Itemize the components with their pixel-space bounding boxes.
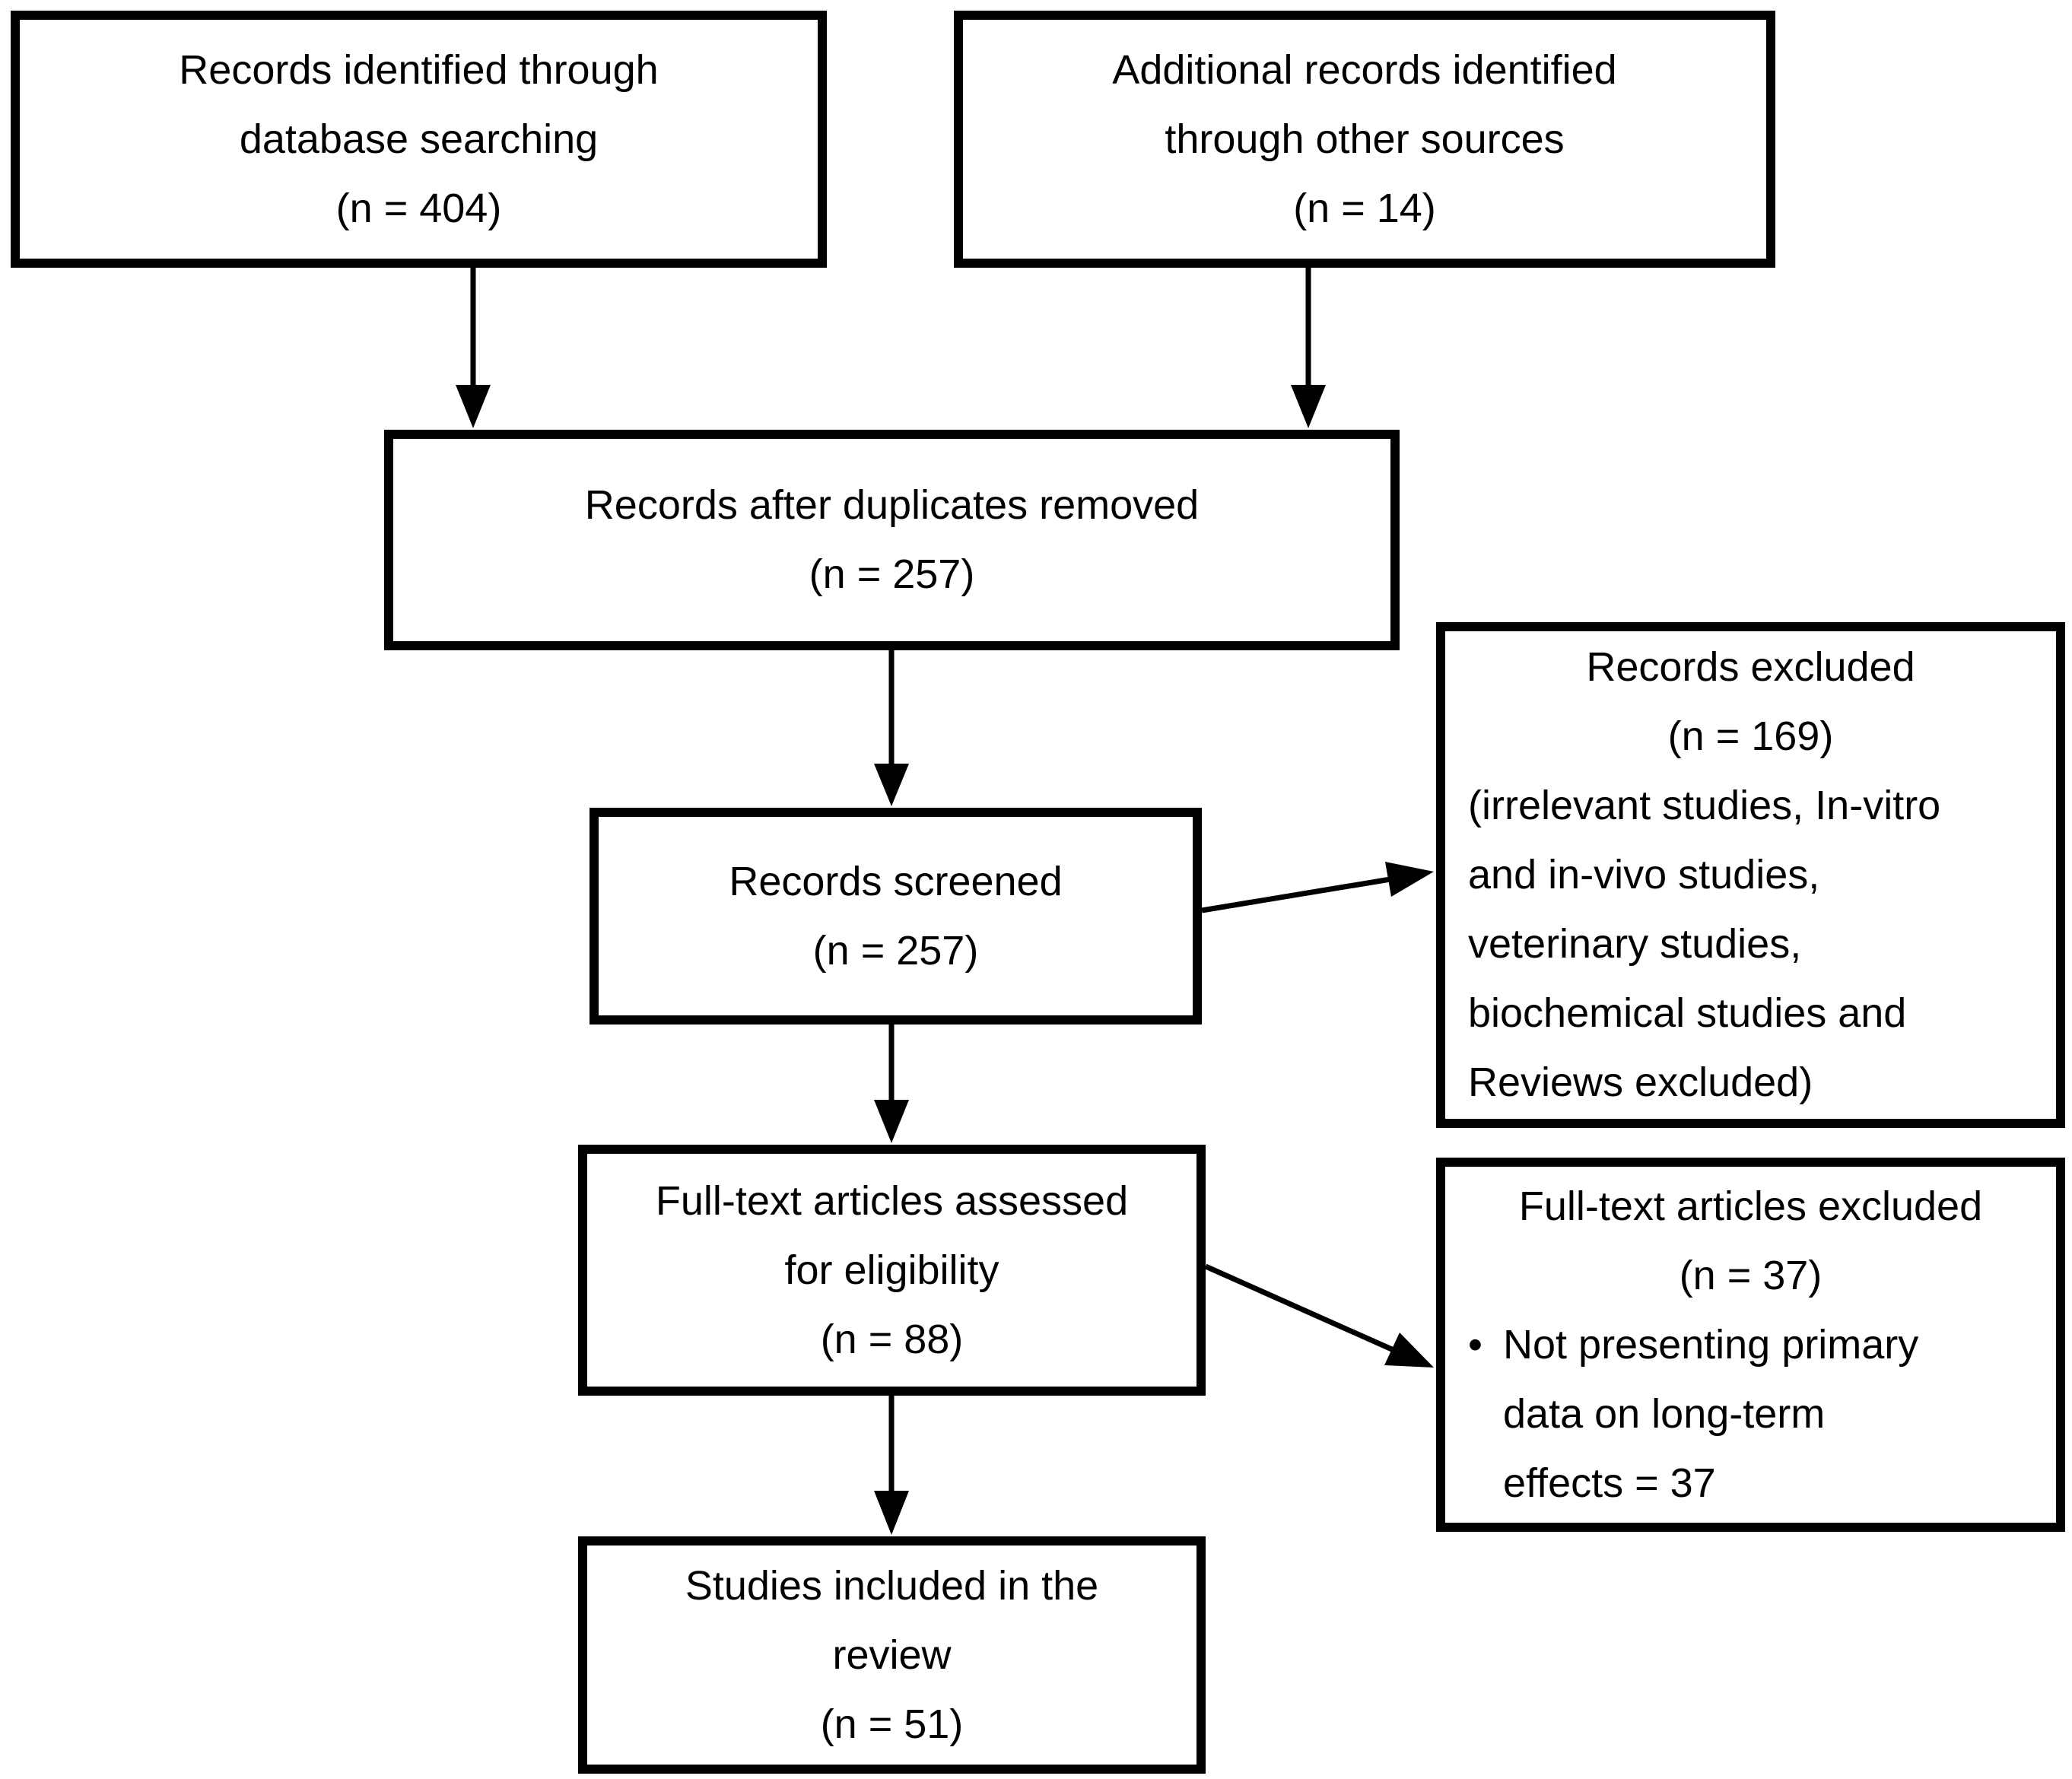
box-records-identified-line-1: Records identified through — [179, 46, 659, 93]
box-studies-included: Studies included in the review (n = 51) — [578, 1536, 1206, 1774]
box-fulltext-excluded-bullet-text: Not presenting primary data on long-term… — [1503, 1310, 1918, 1518]
box-fulltext-excluded-bullet-line-3: effects = 37 — [1503, 1460, 1716, 1506]
bullet-icon: • — [1468, 1321, 1482, 1368]
box-records-excluded-count: (n = 169) — [1667, 713, 1834, 759]
arrow-fulltext-to-included — [874, 1396, 909, 1535]
box-fulltext-excluded-bullet-line-2: data on long-term — [1503, 1390, 1826, 1437]
box-records-excluded-title: Records excluded — [1586, 644, 1915, 690]
box-studies-included-count: (n = 51) — [820, 1701, 964, 1747]
box-records-identified-line-2: database searching — [239, 116, 599, 162]
box-records-screened: Records screened (n = 257) — [590, 808, 1202, 1025]
arrow-fulltext-to-ft-excluded — [1204, 1263, 1434, 1368]
box-fulltext-excluded: Full-text articles excluded (n = 37) • N… — [1436, 1158, 2065, 1532]
box-records-excluded-detail-2: and in-vivo studies, — [1468, 852, 1820, 897]
box-records-screened-count: (n = 257) — [812, 927, 979, 974]
box-records-excluded-detail-5: Reviews excluded) — [1468, 1059, 1813, 1105]
box-fulltext-assessed-count: (n = 88) — [820, 1316, 964, 1362]
box-records-excluded-detail-1: (irrelevant studies, In-vitro — [1468, 783, 1941, 828]
box-records-identified-count: (n = 404) — [335, 185, 502, 231]
arrow-additional-to-deduplicated — [1291, 268, 1326, 428]
box-records-screened-line-1: Records screened — [729, 858, 1063, 904]
box-additional-records-line-2: through other sources — [1165, 116, 1565, 162]
box-studies-included-line-1: Studies included in the — [685, 1562, 1099, 1609]
box-additional-records-count: (n = 14) — [1293, 185, 1436, 231]
arrow-deduplicated-to-screened — [874, 650, 909, 806]
box-fulltext-assessed-line-1: Full-text articles assessed — [655, 1177, 1129, 1224]
box-records-excluded: Records excluded (n = 169) (irrelevant s… — [1436, 622, 2065, 1128]
arrow-screened-to-fulltext — [874, 1025, 909, 1143]
box-duplicates-removed-line-1: Records after duplicates removed — [584, 482, 1200, 528]
box-duplicates-removed-count: (n = 257) — [809, 551, 975, 597]
box-fulltext-excluded-bullet-item: • Not presenting primary data on long-te… — [1445, 1310, 2056, 1518]
box-records-identified: Records identified through database sear… — [11, 11, 827, 268]
box-fulltext-assessed-line-2: for eligibility — [784, 1247, 999, 1293]
box-fulltext-excluded-count: (n = 37) — [1679, 1252, 1823, 1298]
box-fulltext-excluded-bullet-line-1: Not presenting primary — [1503, 1321, 1919, 1368]
box-fulltext-assessed: Full-text articles assessed for eligibil… — [578, 1145, 1206, 1396]
box-studies-included-line-2: review — [832, 1631, 952, 1678]
arrow-identified-to-deduplicated — [456, 268, 491, 428]
box-fulltext-excluded-title: Full-text articles excluded — [1518, 1183, 1983, 1229]
box-additional-records: Additional records identified through ot… — [954, 11, 1775, 268]
box-records-excluded-detail-3: veterinary studies, — [1468, 921, 1802, 967]
box-records-excluded-detail-4: biochemical studies and — [1468, 990, 1907, 1036]
arrow-screened-to-excluded — [1201, 862, 1434, 913]
box-duplicates-removed: Records after duplicates removed (n = 25… — [384, 430, 1400, 650]
box-additional-records-line-1: Additional records identified — [1112, 46, 1617, 93]
